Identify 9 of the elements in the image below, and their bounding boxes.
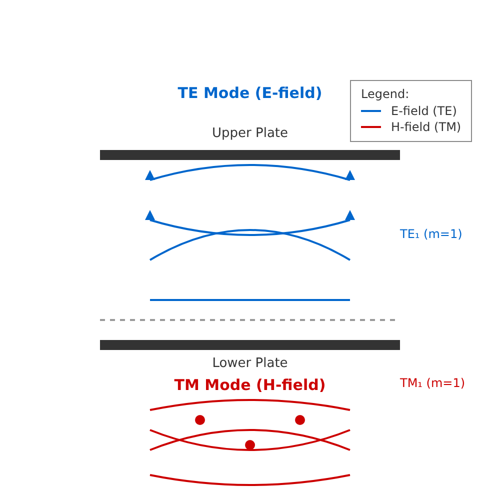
legend-label: H-field (TM) xyxy=(391,120,462,134)
legend-label: E-field (TE) xyxy=(391,104,457,118)
mode-label: TM₁ (m=1) xyxy=(400,377,466,391)
title-text: TE Mode (E-field) xyxy=(178,85,322,102)
mode-label: TE₁ (m=1) xyxy=(400,228,462,242)
plate-label: Upper Plate xyxy=(212,127,288,142)
section-heading: TM Mode (H-field) xyxy=(174,377,326,394)
plate-label: Lower Plate xyxy=(212,357,288,372)
legend-title: Legend: xyxy=(361,87,410,101)
